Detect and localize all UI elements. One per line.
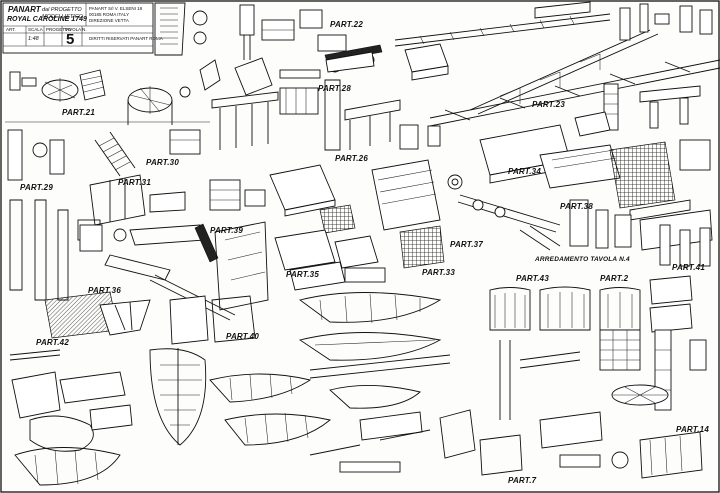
part-36-drawing — [79, 221, 269, 321]
column-header-art: ART. — [6, 27, 16, 32]
part-23-drawing — [394, 1, 720, 131]
part-37-drawing — [447, 174, 713, 251]
brand-name: PANART — [8, 5, 41, 14]
part-label-7: PART.7 — [508, 476, 537, 485]
part-42-drawing — [9, 291, 256, 452]
part-label-29: PART.29 — [20, 183, 53, 192]
title-subtitle-2: MODELLISTICO — [42, 14, 83, 20]
part-label-2: PART.2 — [600, 274, 629, 283]
part-label-36: PART.36 — [88, 286, 121, 295]
part-33-drawing — [269, 159, 445, 291]
part-label-26: PART.26 — [335, 154, 368, 163]
part-7-drawing — [479, 340, 703, 479]
reference-line-3: DIREZIONE VETTA — [89, 18, 129, 23]
sheet-number: 5 — [66, 31, 75, 48]
part-label-33: PART.33 — [422, 268, 455, 277]
part-31-drawing — [89, 174, 266, 226]
title-footer: DIRITTI RISERVATI PANART ROMA — [89, 36, 163, 41]
model-name: ROYAL CAROLINE 1749 — [7, 16, 87, 23]
furnishing-sheet-note: ARREDAMENTO TAVOLA N.4 — [535, 256, 630, 263]
part-label-23: PART.23 — [532, 100, 565, 109]
part-29-drawing — [7, 129, 201, 301]
boat-drawings — [14, 348, 331, 486]
part-label-30: PART.30 — [146, 158, 179, 167]
part-label-40: PART.40 — [226, 332, 259, 341]
reference-line-1: PANART Srl V. ELSENI 18 — [89, 6, 143, 11]
part-label-38: PART.38 — [560, 202, 593, 211]
part-label-41: PART.41 — [672, 263, 705, 272]
part-label-39: PART.39 — [210, 226, 243, 235]
part-label-43: PART.43 — [516, 274, 549, 283]
title-block-frame — [2, 2, 154, 54]
part-label-37: PART.37 — [450, 240, 483, 249]
part-label-35: PART.35 — [286, 270, 319, 279]
column-header-project: PROGETTO — [46, 27, 72, 32]
longboat-drawing — [298, 292, 476, 473]
column-header-scale: SCALA — [28, 27, 43, 32]
part-label-21: PART.21 — [62, 108, 95, 117]
part-34-drawing — [479, 111, 711, 221]
part-label-42: PART.42 — [36, 338, 69, 347]
part-43-drawing — [489, 275, 693, 371]
part-21-drawing — [5, 2, 221, 125]
part-28-drawing — [211, 79, 441, 151]
title-subtitle-1: dal PROGETTO — [42, 7, 82, 13]
part-41-drawing — [611, 224, 711, 411]
column-header-sheet: TAVOLA N. — [64, 27, 87, 32]
scale-value: 1:48 — [28, 36, 39, 42]
part-label-22: PART.22 — [330, 20, 363, 29]
part-label-31: PART.31 — [118, 178, 151, 187]
reference-line-2: 00185 ROMA ITALY — [89, 12, 130, 17]
part-label-28: PART.28 — [318, 84, 351, 93]
part-label-34: PART.34 — [508, 167, 541, 176]
part-label-14: PART.14 — [676, 425, 709, 434]
part-22-drawing — [234, 4, 449, 96]
